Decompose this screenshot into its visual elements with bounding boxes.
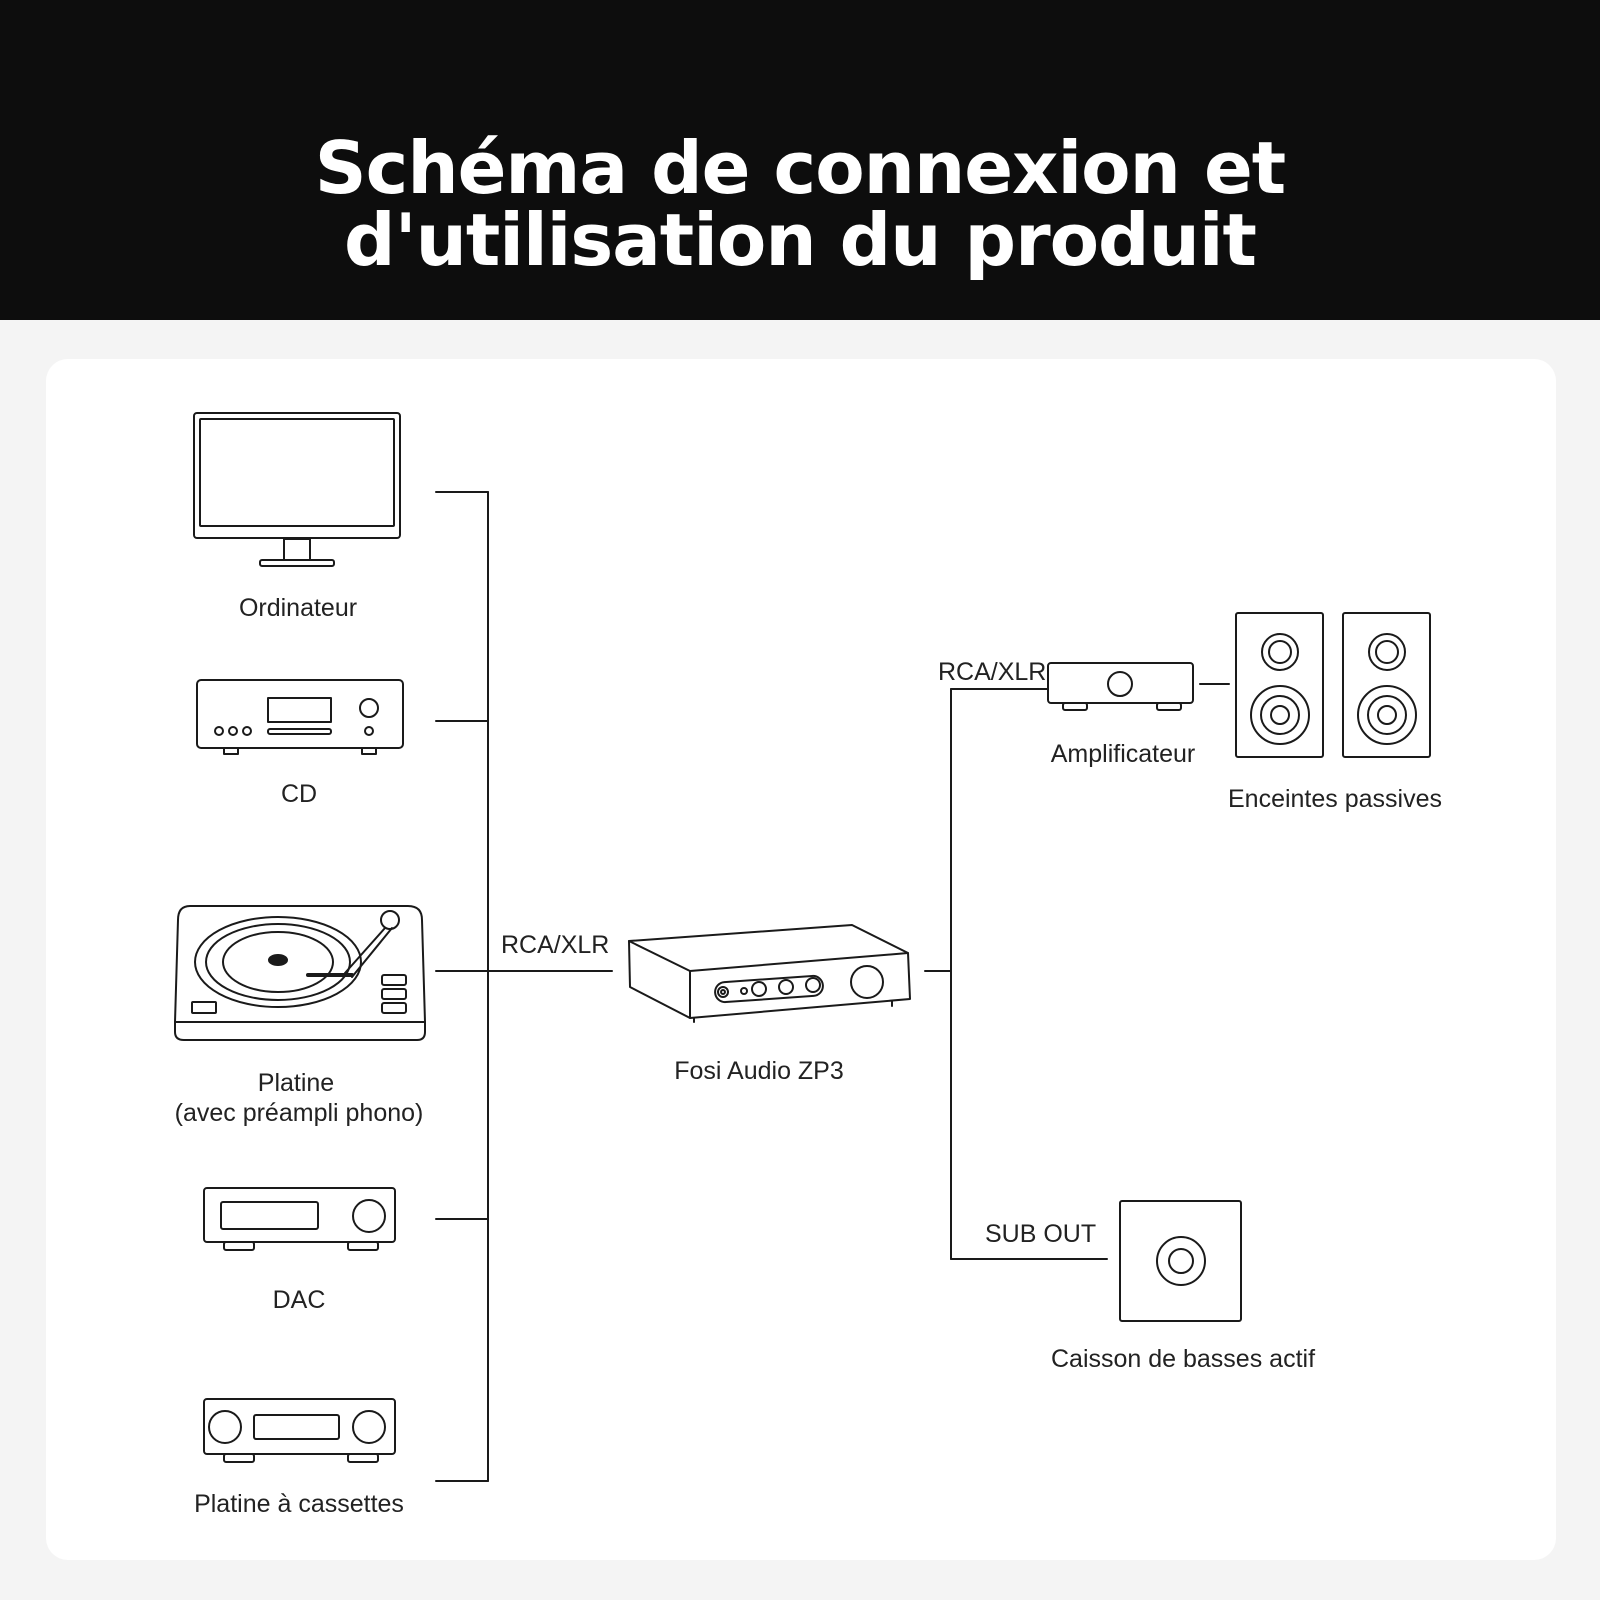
cd-player-icon	[196, 679, 404, 755]
output-connection-lines	[924, 683, 1230, 1260]
header-bar	[0, 0, 1600, 320]
passive-speakers-icon	[1235, 612, 1431, 758]
cassette-deck-icon	[203, 1398, 396, 1463]
source-label-cd: CD	[280, 780, 318, 808]
source-label-dac: DAC	[272, 1286, 326, 1314]
amplifier-icon	[1047, 662, 1194, 711]
source-label-cassette: Platine à cassettes	[194, 1490, 404, 1518]
subwoofer-icon	[1119, 1200, 1242, 1322]
page-title-line1: Schéma de connexion et	[314, 126, 1286, 210]
turntable-icon	[174, 905, 426, 1041]
speaker-left-icon	[1235, 612, 1324, 758]
input-connection-label: RCA/XLR	[501, 931, 610, 959]
speaker-right-icon	[1342, 612, 1431, 758]
source-label-turntable: Platine	[257, 1069, 335, 1097]
source-label-computer: Ordinateur	[238, 594, 358, 622]
computer-monitor-icon	[193, 412, 401, 567]
preamplifier-icon	[628, 924, 911, 1023]
sub-out-label: SUB OUT	[985, 1220, 1097, 1248]
speakers-label: Enceintes passives	[1227, 785, 1443, 813]
device-label: Fosi Audio ZP3	[674, 1057, 844, 1085]
page-title-line2: d'utilisation du produit	[344, 198, 1257, 282]
subwoofer-label: Caisson de basses actif	[1050, 1345, 1316, 1373]
amplifier-label: Amplificateur	[1050, 740, 1196, 768]
input-connection-lines	[435, 491, 613, 1482]
source-sublabel-turntable: (avec préampli phono)	[174, 1099, 424, 1127]
dac-icon	[203, 1187, 396, 1251]
output-rca-label: RCA/XLR	[938, 658, 1047, 686]
